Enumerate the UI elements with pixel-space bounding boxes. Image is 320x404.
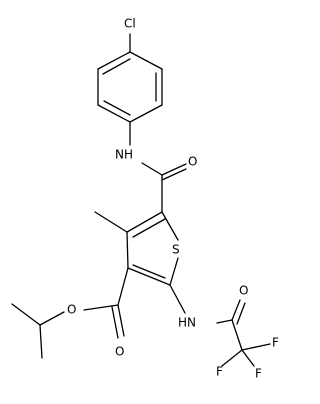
amide-oxygen-label: O xyxy=(188,155,197,169)
ester-oxygen-label: O xyxy=(67,303,76,317)
chemical-structure-canvas: Cl NH O S O O HN O F F F xyxy=(11,17,279,381)
chlorophenyl-ring xyxy=(97,33,163,123)
carbonyl-oxygen-label: O xyxy=(115,345,124,359)
isopropyl-ester-group xyxy=(11,267,129,359)
acyl-oxygen-label: O xyxy=(239,284,248,298)
chlorine-label: Cl xyxy=(124,17,136,31)
thiophene-ring xyxy=(126,211,179,286)
trifluoroacetamide-group xyxy=(169,284,271,367)
amide-nh-label: NH xyxy=(115,148,133,162)
acylamino-hn-label: HN xyxy=(178,316,196,330)
fluorine-1-label: F xyxy=(216,365,223,379)
fluorine-3-label: F xyxy=(272,336,279,350)
carboxamide-group xyxy=(129,121,187,213)
fluorine-2-label: F xyxy=(255,367,262,381)
methyl-bond xyxy=(94,211,128,233)
molecule-drawing: Cl NH O S O O HN O F F F xyxy=(11,17,279,381)
sulfur-label: S xyxy=(172,243,180,257)
